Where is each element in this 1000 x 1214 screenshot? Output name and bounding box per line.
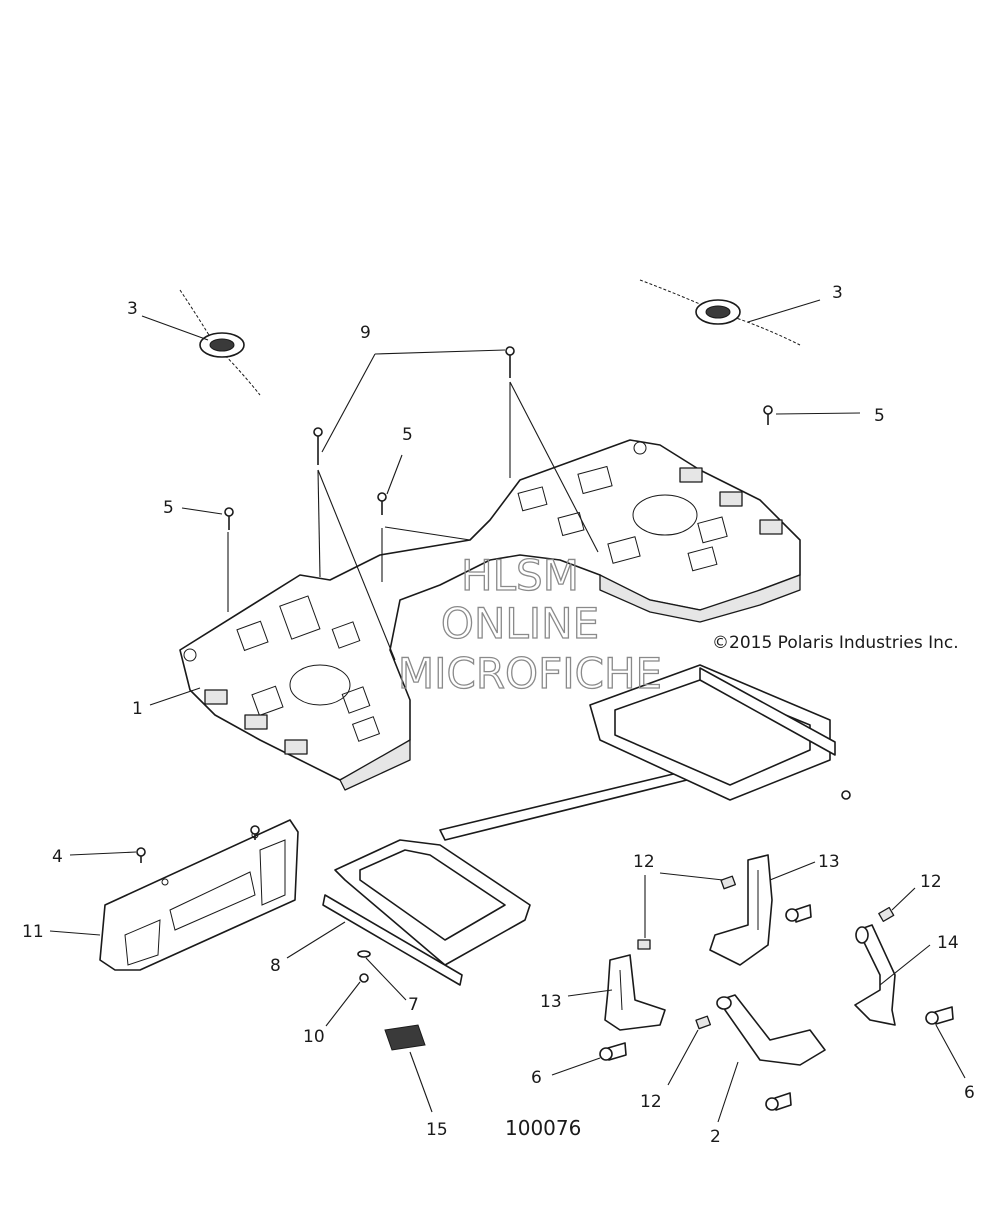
bolt-part-6-a <box>599 1042 627 1061</box>
rack-part-1 <box>179 439 801 791</box>
figure-id: 100076 <box>505 1116 581 1140</box>
watermark-line1: HLSM <box>461 551 579 600</box>
callout-4: 4 <box>52 847 63 867</box>
callout-8: 8 <box>270 956 281 976</box>
pin-part-9-right <box>505 346 515 378</box>
nut-part-10 <box>359 973 369 983</box>
callout-12-right: 12 <box>920 872 942 892</box>
screw-part-5-c <box>763 405 773 425</box>
callout-13-lower: 13 <box>540 992 562 1012</box>
callout-12-top: 12 <box>633 852 655 872</box>
callout-15: 15 <box>426 1120 448 1140</box>
callout-12-bottom: 12 <box>640 1092 662 1112</box>
watermark-line3: MICROFICHE <box>398 649 662 698</box>
callout-10: 10 <box>303 1027 325 1047</box>
arm-part-2 <box>716 994 826 1066</box>
screw-part-5-b <box>377 492 387 515</box>
bolt-part-6-b <box>925 1006 954 1025</box>
reflector-part-15 <box>384 1024 426 1051</box>
callout-3-right: 3 <box>832 283 843 303</box>
bracket-part-13-lower <box>604 954 666 1031</box>
callout-14: 14 <box>937 933 959 953</box>
clip-part-12-a <box>720 875 736 890</box>
pin-part-9-left <box>313 427 323 465</box>
watermark-line2: ONLINE <box>441 599 599 648</box>
callout-1: 1 <box>132 699 143 719</box>
copyright-text: ©2015 Polaris Industries Inc. <box>712 633 959 653</box>
callout-11: 11 <box>22 922 44 942</box>
callout-2: 2 <box>710 1127 721 1147</box>
arm-part-14 <box>854 924 896 1026</box>
clip-part-12-c <box>878 906 895 922</box>
bracket-part-13-upper <box>709 854 773 966</box>
chain-part-3-left <box>179 289 261 396</box>
nut-frame-right <box>841 790 851 800</box>
chain-part-3-right <box>639 279 801 346</box>
callout-5-right: 5 <box>874 406 885 426</box>
callouts: 1 2 3 3 4 5 5 5 6 6 7 8 9 10 11 12 12 12… <box>22 283 975 1147</box>
leader-lines <box>49 299 966 1123</box>
callout-5-left: 5 <box>163 498 174 518</box>
callout-13-upper: 13 <box>818 852 840 872</box>
callout-5-middle: 5 <box>402 425 413 445</box>
panel-part-11 <box>99 819 299 971</box>
screw-part-4 <box>136 825 260 863</box>
callout-9: 9 <box>360 323 371 343</box>
screw-part-5-a <box>224 507 234 530</box>
watermark: HLSM ONLINE MICROFICHE <box>397 550 662 698</box>
clip-part-12-b <box>637 939 651 950</box>
washer-part-7 <box>357 950 371 958</box>
frame-part-8 <box>322 664 836 986</box>
callout-3-left: 3 <box>127 299 138 319</box>
bolt-upper <box>785 904 812 923</box>
clip-part-12-d <box>695 1015 711 1030</box>
callout-7: 7 <box>408 995 419 1015</box>
bolt-lower <box>765 1092 792 1111</box>
callout-6-left: 6 <box>531 1068 542 1088</box>
callout-6-right: 6 <box>964 1083 975 1103</box>
